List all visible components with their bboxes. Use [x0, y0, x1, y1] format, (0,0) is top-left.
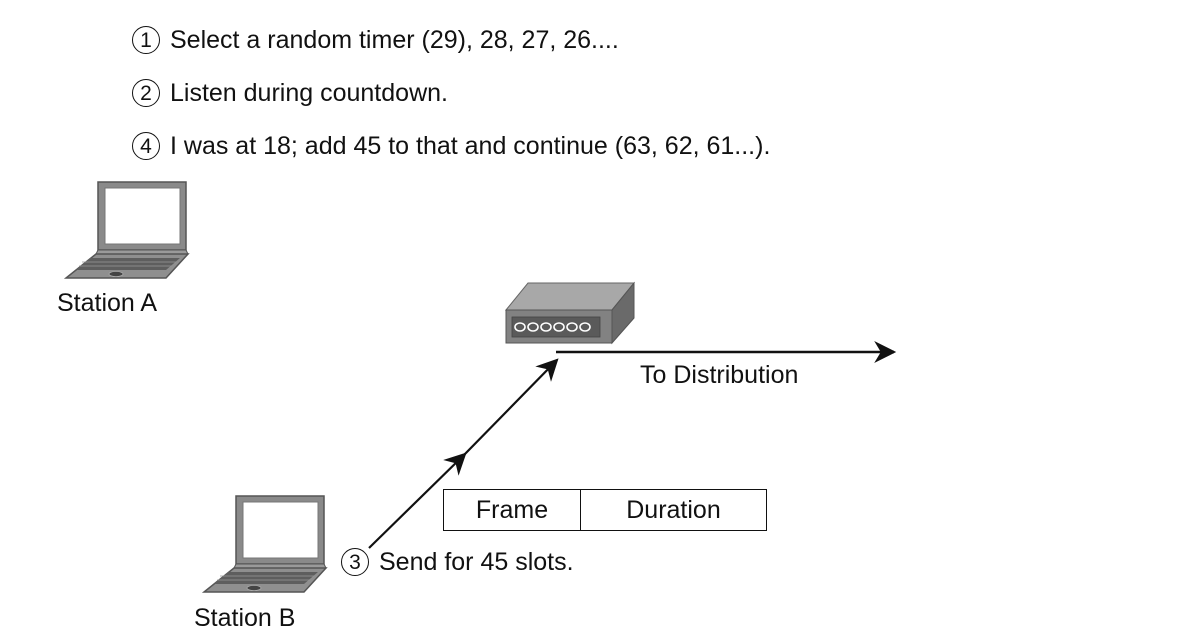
laptop-icon: [63, 181, 190, 279]
frame-header: Frame Duration: [443, 489, 767, 531]
step-4: 4 I was at 18; add 45 to that and contin…: [132, 132, 770, 160]
step-1: 1 Select a random timer (29), 28, 27, 26…: [132, 26, 619, 54]
duration-field: Duration: [626, 495, 721, 524]
step-text: Select a random timer (29), 28, 27, 26..…: [170, 25, 619, 54]
access-point-icon: [504, 281, 636, 345]
transmit-arrow: [368, 452, 467, 549]
station-a-label: Station A: [57, 289, 158, 317]
laptop-icon: [201, 495, 328, 593]
step-text: Send for 45 slots.: [379, 547, 574, 576]
step-2: 2 Listen during countdown.: [132, 79, 448, 107]
step-3: 3 Send for 45 slots.: [341, 548, 574, 576]
step-text: I was at 18; add 45 to that and continue…: [170, 131, 771, 160]
step-number-badge: 2: [132, 79, 160, 107]
step-number-badge: 1: [132, 26, 160, 54]
step-text: Listen during countdown.: [170, 78, 448, 107]
transmit-arrow: [462, 358, 559, 457]
step-number-badge: 3: [341, 548, 369, 576]
distribution-label: To Distribution: [640, 361, 799, 389]
station-b-label: Station B: [194, 604, 296, 632]
step-number-badge: 4: [132, 132, 160, 160]
frame-field: Frame: [444, 490, 581, 530]
